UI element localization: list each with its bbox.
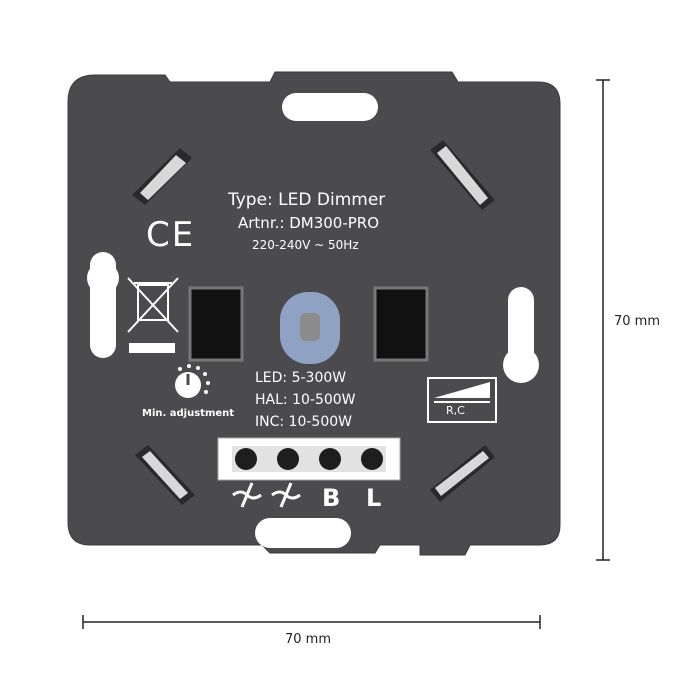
top-mounting-slot [282,93,378,121]
bottom-mounting-slot [255,518,351,548]
terminal-screw-2[interactable] [277,448,299,470]
terminal-screw-3[interactable] [319,448,341,470]
left-opening [188,286,244,362]
voltage-label: 220-240V ~ 50Hz [252,238,359,252]
terminal-block [217,437,401,481]
hal-rating: HAL: 10-500W [255,392,356,408]
width-dimension-label: 70 mm [285,632,332,647]
height-dimension-line [596,79,610,561]
terminal-screw-1[interactable] [235,448,257,470]
bottom-left-claw [135,445,195,505]
min-adjustment-icon [175,364,210,398]
bottom-right-claw [430,445,495,502]
right-opening [373,286,429,362]
terminal-label-l: L [366,484,382,512]
top-left-claw [132,148,192,205]
height-dimension-label: 70 mm [614,314,661,329]
led-rating: LED: 5-300W [255,370,347,386]
traveler-symbol-2 [271,482,301,508]
ce-mark: CE [146,215,196,255]
inc-rating: INC: 10-500W [255,414,352,430]
min-adjustment-label: Min. adjustment [142,408,235,419]
terminal-screw-4[interactable] [361,448,383,470]
weee-bin-icon [127,277,179,353]
article-number-label: Artnr.: DM300-PRO [238,214,380,232]
width-dimension-line [82,615,541,629]
knob-shaft [300,313,320,341]
rc-label: R,C [446,404,465,417]
traveler-symbol-1 [232,482,262,508]
top-right-claw [430,140,495,210]
type-label: Type: LED Dimmer [228,190,386,210]
terminal-label-b: B [322,484,341,512]
rc-load-icon [427,377,497,423]
